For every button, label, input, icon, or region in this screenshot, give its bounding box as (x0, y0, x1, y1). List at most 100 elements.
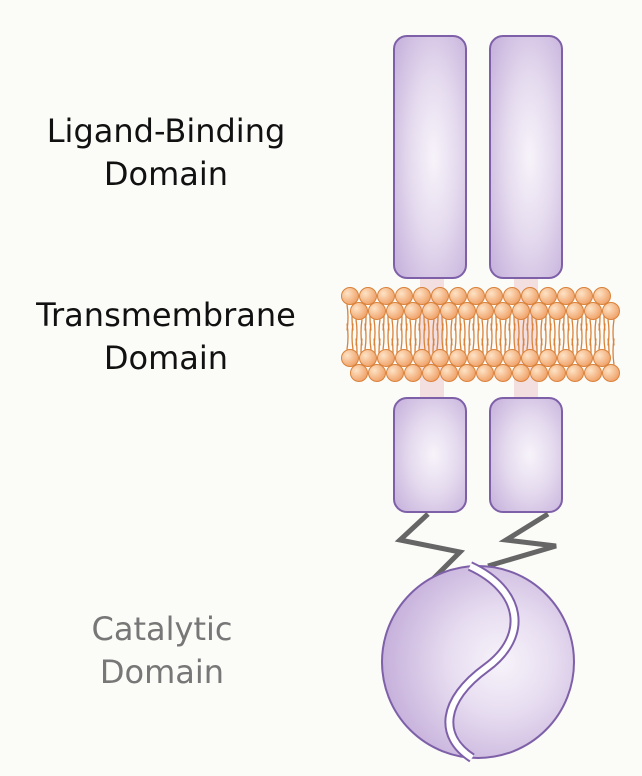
lipid-head (539, 349, 557, 367)
lipid-head (359, 287, 377, 305)
lipid-tail (508, 323, 511, 350)
lipid-head (512, 364, 530, 382)
lipid-tail (472, 323, 475, 350)
lipid-tail (346, 323, 349, 350)
lipid-head (386, 364, 404, 382)
lipid-head (449, 287, 467, 305)
lipid-head (494, 364, 512, 382)
lipid-head (413, 349, 431, 367)
lipid-head (485, 349, 503, 367)
lipid-tail (423, 323, 426, 350)
lipid-head (422, 302, 440, 320)
lipid-head (602, 364, 620, 382)
lipid-tail (364, 323, 367, 350)
lipid-tail (351, 323, 354, 350)
catalytic-domain (381, 561, 575, 763)
lipid-head (494, 302, 512, 320)
lipid-head (377, 287, 395, 305)
lipid-tail (562, 323, 565, 350)
catalytic-label-line1: Catalytic (91, 610, 233, 648)
lipid-head (404, 302, 422, 320)
lipid-head (530, 302, 548, 320)
lipid-head (584, 302, 602, 320)
lipid-tail (405, 323, 408, 350)
transmembrane-domain-label: Transmembrane Domain (0, 294, 332, 380)
lipid-tail (495, 323, 498, 350)
left-ligand-binding-domain (393, 35, 467, 279)
lipid-head (440, 302, 458, 320)
lipid-head (467, 287, 485, 305)
lipid-head (566, 302, 584, 320)
lipid-tail (531, 323, 534, 350)
lipid-head (413, 287, 431, 305)
lipid-head (377, 349, 395, 367)
lipid-tail (490, 323, 493, 350)
lipid-head (530, 364, 548, 382)
lipid-tail (567, 323, 570, 350)
lipid-head (575, 287, 593, 305)
lipid-head (350, 364, 368, 382)
ligand-binding-label-line1: Ligand-Binding (46, 112, 286, 150)
lipid-bilayer-membrane (341, 287, 620, 382)
ligand-binding-domain-label: Ligand-Binding Domain (0, 110, 332, 196)
lipid-tail (585, 323, 588, 350)
lipid-tail (418, 323, 421, 350)
lipid-head (341, 287, 359, 305)
lipid-head (404, 364, 422, 382)
lipid-head (593, 287, 611, 305)
lipid-tail (612, 338, 615, 365)
lipid-tail (526, 323, 529, 350)
lipid-head (476, 364, 494, 382)
lipid-head (557, 349, 575, 367)
lipid-head (521, 349, 539, 367)
lipid-tail (454, 323, 457, 350)
right-linker (487, 511, 557, 569)
ligand-binding-label-line2: Domain (103, 155, 229, 193)
catalytic-label-line2: Domain (99, 653, 225, 691)
transmembrane-label-line2: Domain (103, 339, 229, 377)
lipid-head (512, 302, 530, 320)
lipid-tail (544, 323, 547, 350)
lipid-head (503, 349, 521, 367)
lipid-tail (513, 323, 516, 350)
lipid-head (557, 287, 575, 305)
lipid-head (539, 287, 557, 305)
lipid-head (593, 349, 611, 367)
lipid-head (386, 302, 404, 320)
right-ligand-binding-domain (489, 35, 563, 279)
lipid-head (548, 302, 566, 320)
lipid-tail (441, 323, 444, 350)
lipid-tail (436, 323, 439, 350)
lipid-tail (382, 323, 385, 350)
lipid-head (575, 349, 593, 367)
lipid-tail (477, 323, 480, 350)
lipid-head (584, 364, 602, 382)
lipid-tail (603, 323, 606, 350)
lipid-head (476, 302, 494, 320)
lipid-head (359, 349, 377, 367)
lipid-tail (549, 323, 552, 350)
right-juxtamembrane-domain (489, 397, 563, 513)
lipid-head (440, 364, 458, 382)
lipid-head (422, 364, 440, 382)
lipid-head (521, 287, 539, 305)
lipid-tail (387, 323, 390, 350)
lipid-head (503, 287, 521, 305)
lipid-head (395, 349, 413, 367)
lipid-tail (580, 323, 583, 350)
lipid-tail (598, 323, 601, 350)
lipid-head (566, 364, 584, 382)
lipid-head (458, 302, 476, 320)
lipid-head (458, 364, 476, 382)
lipid-tail (369, 323, 372, 350)
lipid-head (431, 287, 449, 305)
lipid-head (350, 302, 368, 320)
transmembrane-label-line1: Transmembrane (36, 296, 296, 334)
lipid-tail (400, 323, 403, 350)
lipid-head (485, 287, 503, 305)
lipid-head (395, 287, 413, 305)
left-juxtamembrane-domain (393, 397, 467, 513)
catalytic-domain-label: Catalytic Domain (0, 608, 324, 694)
lipid-head (548, 364, 566, 382)
